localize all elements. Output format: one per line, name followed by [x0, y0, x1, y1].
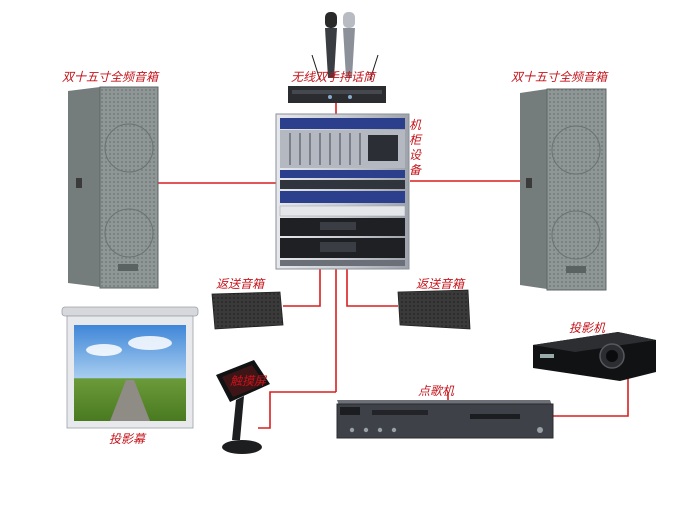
wire-monitor-left: [283, 268, 321, 307]
projector-icon: [533, 332, 656, 381]
wire-touchscreen: [258, 391, 336, 429]
right-speaker: [520, 88, 607, 291]
label-karaoke-player: 点歌机: [418, 384, 455, 398]
microphone-icon: [288, 12, 386, 103]
wire-projector: [553, 376, 629, 417]
karaoke-player-icon: [336, 400, 554, 439]
label-left-speaker: 双十五寸全频音箱: [62, 70, 159, 84]
label-right-speaker: 双十五寸全频音箱: [511, 70, 608, 84]
wiring: [158, 103, 629, 439]
wire-monitor-right: [346, 268, 398, 307]
label-projector: 投影机: [569, 321, 606, 335]
monitor-speaker-icon: [211, 289, 471, 330]
rack-icon: [275, 113, 410, 270]
label-cabinet: 机柜设备: [409, 118, 422, 177]
label-monitor-right: 返送音箱: [416, 277, 465, 291]
touchscreen-icon: [216, 360, 270, 454]
label-touchscreen: 触摸屏: [230, 374, 267, 388]
label-monitor-left: 返送音箱: [216, 277, 265, 291]
left-speaker: [68, 86, 159, 289]
label-microphone: 无线双手持话筒: [291, 70, 376, 84]
label-screen: 投影幕: [109, 432, 146, 446]
projection-screen-icon: [61, 306, 199, 429]
